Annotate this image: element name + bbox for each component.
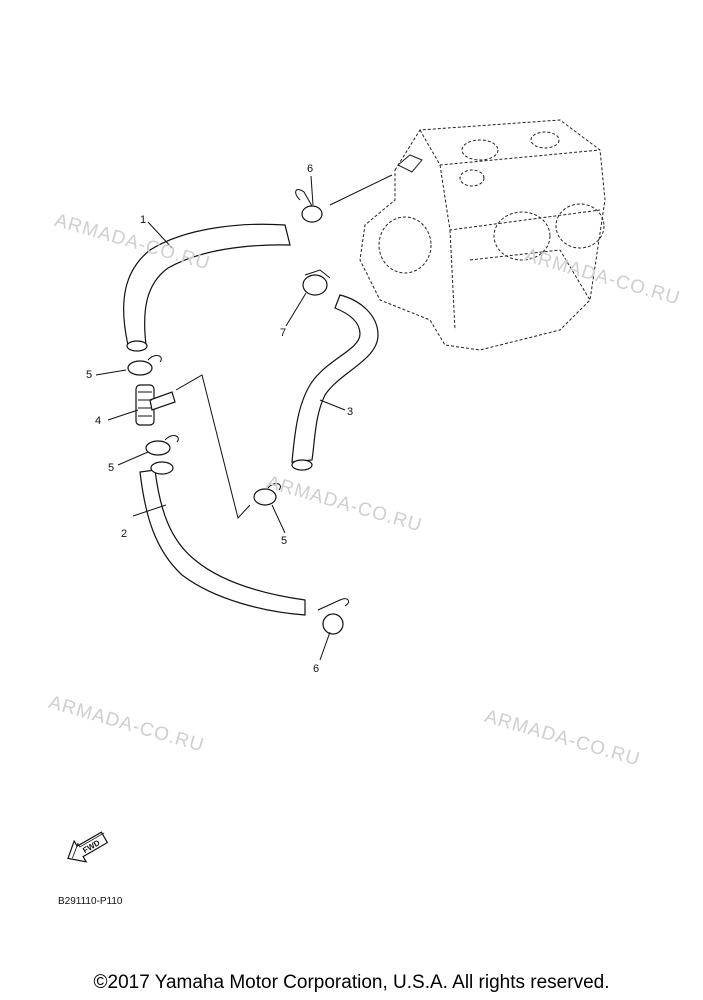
callout-1: 1 [140, 214, 146, 226]
clamp-5-lower [145, 440, 171, 456]
hose-2 [139, 469, 306, 616]
callout-6-upper: 6 [307, 163, 313, 175]
fwd-arrow-icon: FWD [67, 831, 109, 863]
copyright-notice: ©2017 Yamaha Motor Corporation, U.S.A. A… [93, 972, 610, 993]
clamp-7 [302, 274, 328, 296]
callout-6-lower: 6 [313, 663, 319, 675]
clamp-6-lower [322, 613, 344, 635]
parts-diagram: 1 2 3 4 5 5 5 6 6 7 FWD [67, 119, 606, 863]
callout-5-lower: 5 [108, 462, 114, 474]
cylinder-head-illustration [359, 119, 606, 351]
callout-5-right: 5 [281, 535, 287, 547]
hose-1 [123, 223, 291, 346]
callout-2: 2 [121, 528, 127, 540]
part-code: B291110-P110 [58, 896, 123, 907]
clamp-5-upper [127, 360, 153, 376]
callout-7: 7 [280, 327, 286, 339]
clamp-6-upper [301, 205, 323, 223]
callout-3: 3 [347, 406, 353, 418]
callout-4: 4 [95, 415, 101, 427]
callout-5-upper: 5 [86, 369, 92, 381]
leader-engine-clamp [329, 174, 393, 206]
routing-line [175, 374, 251, 520]
clamp-5-right [253, 488, 277, 506]
joint-4 [135, 384, 176, 426]
hose-3 [291, 294, 379, 463]
